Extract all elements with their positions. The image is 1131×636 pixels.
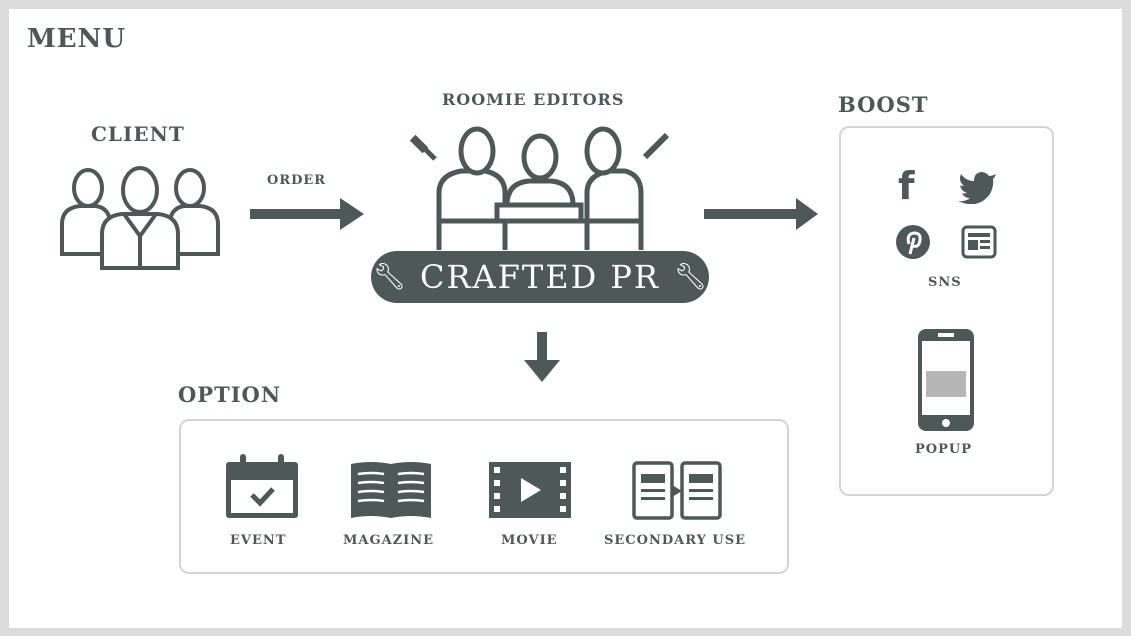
client-label: CLIENT bbox=[91, 122, 185, 146]
option-item-label: MAGAZINE bbox=[343, 533, 435, 548]
boost-label: BOOST bbox=[838, 92, 929, 117]
news-icon bbox=[961, 225, 997, 259]
document-transfer-icon bbox=[632, 461, 722, 520]
pinterest-icon bbox=[896, 225, 930, 259]
calendar-check-icon bbox=[226, 454, 298, 518]
editors-team-icon bbox=[409, 126, 670, 250]
boost-arrow-icon bbox=[704, 198, 818, 230]
popup-label: POPUP bbox=[915, 442, 972, 457]
open-book-icon bbox=[351, 462, 431, 518]
film-play-icon bbox=[489, 462, 571, 518]
option-label: OPTION bbox=[178, 382, 282, 407]
menu-title: MENU bbox=[27, 24, 127, 54]
wrench-icon: 🔧︎ bbox=[372, 262, 406, 292]
twitter-icon bbox=[958, 172, 996, 204]
wrench-icon: 🔧︎ bbox=[674, 262, 708, 292]
editors-label: ROOMIE EDITORS bbox=[442, 90, 625, 109]
client-group-icon bbox=[60, 166, 220, 270]
sns-label: SNS bbox=[928, 275, 962, 290]
crafted-pr-label: CRAFTED PR bbox=[419, 258, 661, 296]
order-label: ORDER bbox=[267, 173, 327, 188]
option-item-label: MOVIE bbox=[501, 533, 558, 548]
smartphone-popup-icon bbox=[918, 329, 974, 431]
option-arrow-icon bbox=[524, 332, 560, 382]
facebook-icon: f bbox=[898, 164, 915, 208]
boost-box bbox=[839, 126, 1054, 496]
option-item-label: SECONDARY USE bbox=[604, 533, 747, 548]
crafted-pr-banner: 🔧︎ CRAFTED PR 🔧︎ bbox=[371, 251, 709, 303]
option-item-label: EVENT bbox=[230, 533, 287, 548]
order-arrow-icon bbox=[250, 198, 364, 230]
